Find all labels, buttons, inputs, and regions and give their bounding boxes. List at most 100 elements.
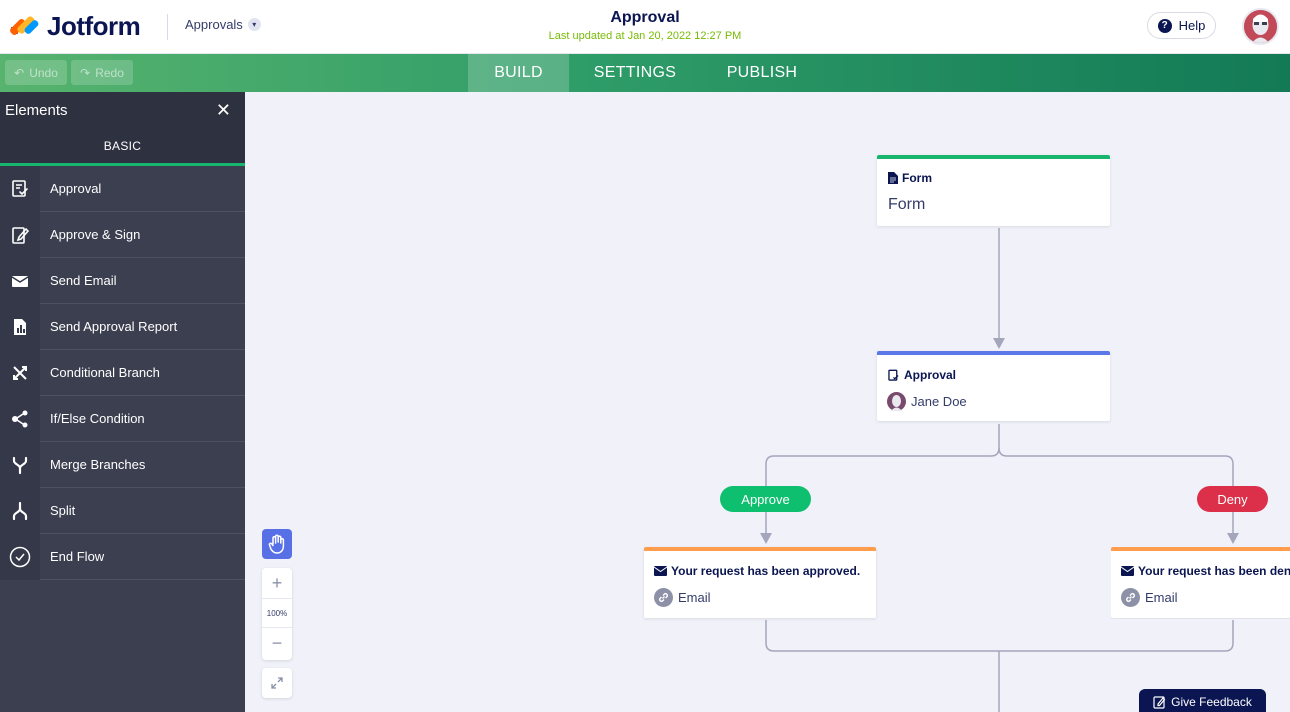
redo-icon: ↷ xyxy=(80,65,91,80)
undo-label: Undo xyxy=(29,65,58,80)
form-node[interactable]: Form Form xyxy=(877,155,1110,226)
sidebar-item-label: Conditional Branch xyxy=(50,365,160,380)
sidebar-item-label: Split xyxy=(50,503,76,518)
builder-toolbar: ↶ Undo ↷ Redo BUILD SETTINGS PUBLISH xyxy=(0,54,1290,92)
deny-branch-pill[interactable]: Deny xyxy=(1197,486,1268,512)
email-node-bar xyxy=(1111,547,1290,551)
sidebar-item-approval[interactable]: Approval xyxy=(0,165,245,212)
approved-email-node[interactable]: Your request has been approved. Email xyxy=(644,547,876,618)
zoom-controls: + 100% − xyxy=(262,568,292,660)
approval-icon xyxy=(888,369,899,381)
merge-icon xyxy=(0,441,40,488)
user-avatar[interactable] xyxy=(1242,8,1279,45)
sidebar-item-label: Approve & Sign xyxy=(50,227,141,242)
sidebar-item-send-approval-report[interactable]: Send Approval Report xyxy=(0,303,245,350)
approval-node[interactable]: Approval Jane Doe xyxy=(877,351,1110,421)
logo-text: Jotform xyxy=(47,11,141,41)
hand-icon xyxy=(268,534,285,554)
redo-button[interactable]: ↷ Redo xyxy=(71,60,133,85)
undo-icon: ↶ xyxy=(14,65,25,80)
check-circle-icon xyxy=(0,533,40,580)
report-icon xyxy=(0,303,40,350)
assignee-avatar xyxy=(887,392,906,411)
link-icon xyxy=(654,588,673,607)
sidebar-item-split[interactable]: Split xyxy=(0,487,245,534)
zoom-out-button[interactable]: − xyxy=(271,632,283,653)
jotform-logo[interactable]: Jotform xyxy=(8,11,141,42)
sidebar-header: Elements ✕ xyxy=(0,92,245,128)
approval-node-type-label: Approval xyxy=(904,368,957,382)
tab-settings[interactable]: SETTINGS xyxy=(593,64,677,81)
sidebar-item-label: If/Else Condition xyxy=(50,411,145,426)
approval-assignee: Jane Doe xyxy=(887,392,967,411)
top-header: Jotform Approvals ▾ Approval Last update… xyxy=(0,0,1290,54)
approvals-dropdown[interactable]: Approvals ▾ xyxy=(185,17,261,32)
last-updated-text: Last updated at Jan 20, 2022 12:27 PM xyxy=(548,30,742,42)
pan-hand-button[interactable] xyxy=(262,529,292,559)
tab-build[interactable]: BUILD xyxy=(468,54,569,92)
jotform-logo-mark xyxy=(8,13,40,41)
sidebar-item-label: Approval xyxy=(50,181,102,196)
undo-button[interactable]: ↶ Undo xyxy=(5,60,67,85)
sidebar-title: Elements xyxy=(5,101,68,119)
form-node-type: Form xyxy=(888,171,932,185)
feedback-icon xyxy=(1153,696,1166,709)
elements-sidebar: Elements ✕ BASIC Approval Approve & Sign… xyxy=(0,92,245,712)
sidebar-item-merge-branches[interactable]: Merge Branches xyxy=(0,441,245,488)
approval-icon xyxy=(0,165,40,212)
sidebar-item-send-email[interactable]: Send Email xyxy=(0,257,245,304)
help-label: Help xyxy=(1178,18,1206,33)
link-icon xyxy=(1121,588,1140,607)
denied-email-kind: Email xyxy=(1121,588,1178,607)
expand-icon xyxy=(271,677,283,689)
envelope-icon xyxy=(654,566,667,576)
if-else-icon xyxy=(0,395,40,442)
form-node-type-label: Form xyxy=(902,171,932,185)
envelope-icon xyxy=(0,257,40,304)
approved-email-subject-row: Your request has been approved. xyxy=(654,564,860,578)
sidebar-item-end-flow[interactable]: End Flow xyxy=(0,533,245,580)
approval-node-type: Approval xyxy=(887,368,956,382)
envelope-icon xyxy=(1121,566,1134,576)
sidebar-item-if-else[interactable]: If/Else Condition xyxy=(0,395,245,442)
denied-email-subject: Your request has been denied. xyxy=(1138,564,1290,578)
fit-screen-button[interactable] xyxy=(262,668,292,698)
approved-email-subject: Your request has been approved. xyxy=(671,564,861,578)
conditional-branch-icon xyxy=(0,349,40,396)
denied-email-node[interactable]: Your request has been denied. Email xyxy=(1111,547,1290,618)
sidebar-item-conditional-branch[interactable]: Conditional Branch xyxy=(0,349,245,396)
form-node-name: Form xyxy=(888,196,926,213)
approved-email-kind: Email xyxy=(654,588,711,607)
form-node-bar xyxy=(877,155,1110,159)
zoom-in-button[interactable]: + xyxy=(271,572,283,593)
page-title-block: Approval Last updated at Jan 20, 2022 12… xyxy=(545,9,745,42)
chevron-down-icon: ▾ xyxy=(247,18,261,31)
redo-label: Redo xyxy=(95,65,124,80)
denied-email-node-clip: Your request has been denied. Email xyxy=(1111,547,1290,619)
tab-publish[interactable]: PUBLISH xyxy=(726,64,798,81)
approve-sign-icon xyxy=(0,211,40,258)
sidebar-item-label: Send Email xyxy=(50,273,117,288)
sidebar-item-label: Send Approval Report xyxy=(50,319,178,334)
denied-email-subject-row: Your request has been denied. xyxy=(1121,564,1290,578)
close-icon[interactable]: ✕ xyxy=(215,100,231,120)
document-icon xyxy=(888,172,898,184)
tab-basic[interactable]: BASIC xyxy=(0,128,245,166)
sidebar-item-approve-sign[interactable]: Approve & Sign xyxy=(0,211,245,258)
sidebar-item-label: Merge Branches xyxy=(50,457,146,472)
assignee-name: Jane Doe xyxy=(911,394,967,409)
zoom-level: 100% xyxy=(262,598,292,628)
page-title[interactable]: Approval xyxy=(610,9,680,26)
denied-email-kind-label: Email xyxy=(1145,590,1178,605)
email-node-bar xyxy=(644,547,876,551)
question-icon: ? xyxy=(1157,18,1172,33)
approval-node-bar xyxy=(877,351,1110,355)
approve-branch-pill[interactable]: Approve xyxy=(720,486,811,512)
help-button[interactable]: ? Help xyxy=(1147,12,1216,39)
approvals-dropdown-label: Approvals xyxy=(185,17,243,32)
split-icon xyxy=(0,487,40,534)
give-feedback-button[interactable]: Give Feedback xyxy=(1139,689,1266,712)
give-feedback-label: Give Feedback xyxy=(1171,695,1252,709)
header-divider xyxy=(167,14,168,40)
